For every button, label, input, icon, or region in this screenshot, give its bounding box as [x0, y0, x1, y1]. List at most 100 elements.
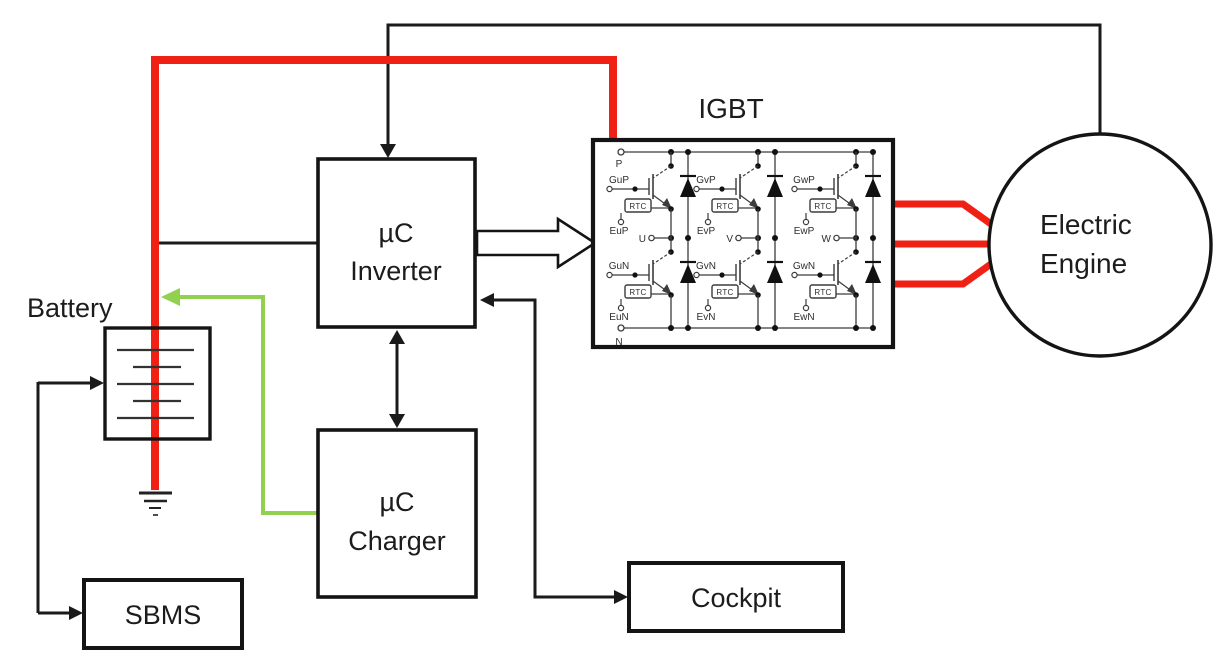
- inverter-label-line2: Inverter: [350, 256, 442, 286]
- v-terminal: [735, 234, 742, 242]
- gate-terminal: [606, 271, 613, 279]
- power-line-battery-igbt: [151, 56, 617, 490]
- igbt-n-terminal: [617, 324, 625, 332]
- signal-wiring: [36, 23, 1102, 615]
- arrowhead-into-cockpit: [614, 590, 628, 604]
- emitter-terminal: [617, 304, 625, 312]
- igbt-cell-gwp: RTC GwP EwP: [791, 151, 860, 239]
- gate-terminal: [606, 185, 613, 193]
- gate-label: GvP: [696, 175, 716, 186]
- engine-circle: [987, 132, 1213, 358]
- emitter-terminal: [704, 218, 712, 226]
- u-terminal: [648, 234, 655, 242]
- arrowhead-into-inverter-top: [380, 144, 396, 158]
- charger-label-line1: µC: [379, 487, 414, 517]
- gate-label: GvN: [696, 261, 716, 272]
- junction-dots: [668, 149, 691, 331]
- igbt-cell-gvp: RTC GvP EvP: [693, 151, 762, 239]
- inverter-block: µC Inverter: [316, 157, 477, 329]
- phase-line-u: [892, 200, 994, 227]
- igbt-p-terminal-label: P: [616, 159, 623, 170]
- cockpit-box: [627, 561, 845, 633]
- arrowhead-into-charger-top: [389, 414, 405, 428]
- charger-block: µC Charger: [316, 428, 478, 599]
- inverter-box: [316, 157, 477, 329]
- rtc-label: RTC: [629, 288, 646, 297]
- rtc-label: RTC: [814, 202, 831, 211]
- battery-block: Battery: [27, 293, 212, 516]
- signal-arrowheads: [69, 144, 628, 620]
- emitter-label: EuP: [610, 226, 629, 237]
- phase-line-w: [892, 261, 994, 288]
- battery-box: [103, 326, 212, 441]
- rtc-box: [624, 198, 652, 213]
- emitter-terminal: [704, 304, 712, 312]
- emitter-label: EwP: [794, 226, 815, 237]
- igbt-column-u: U: [639, 149, 698, 331]
- charge-line-charger-battery: [172, 295, 318, 515]
- igbt-cell-gvn: RTC GvN EvN: [693, 237, 762, 325]
- emitter-label: EwN: [793, 312, 814, 323]
- igbt-cell-gwn: RTC GwN EwN: [791, 237, 860, 325]
- charger-box: [316, 428, 478, 599]
- engine-label-line2: Engine: [1040, 248, 1127, 279]
- gate-terminal: [693, 271, 700, 279]
- w-terminal: [833, 234, 840, 242]
- inverter-label-line1: µC: [378, 218, 413, 248]
- emitter-label: EvP: [697, 226, 716, 237]
- gate-terminal: [693, 185, 700, 193]
- rtc-label: RTC: [716, 202, 733, 211]
- power-wiring: [151, 56, 994, 490]
- igbt-title: IGBT: [698, 93, 763, 124]
- igbt-column-v: V: [726, 149, 785, 331]
- arrowhead-into-sbms: [69, 606, 83, 620]
- battery-label: Battery: [27, 293, 113, 323]
- igbt-p-terminal: [617, 148, 625, 156]
- arrowhead-into-inverter-right: [480, 293, 494, 307]
- sbms-box: [82, 578, 244, 650]
- rtc-box: [711, 284, 739, 299]
- u-terminal-label: U: [639, 234, 646, 245]
- cockpit-block: Cockpit: [627, 561, 845, 633]
- emitter-terminal: [802, 304, 810, 312]
- emitter-label: EuN: [609, 312, 628, 323]
- engine-label-line1: Electric: [1040, 209, 1132, 240]
- emitter-terminal: [802, 218, 810, 226]
- gate-terminal: [791, 185, 798, 193]
- arrowhead-into-inverter-bottom: [389, 330, 405, 344]
- sbms-label: SBMS: [125, 600, 202, 630]
- block-arrow-inverter-to-igbt: [475, 216, 598, 270]
- emitter-label: EvN: [697, 312, 716, 323]
- charger-label-line2: Charger: [348, 526, 446, 556]
- igbt-cell-gun: RTC GuN EuN: [606, 237, 675, 325]
- engine-block: Electric Engine: [987, 132, 1213, 358]
- emitter-terminal: [617, 218, 625, 226]
- igbt-buses: [624, 151, 873, 329]
- rtc-label: RTC: [814, 288, 831, 297]
- igbt-column-w: W: [822, 149, 883, 331]
- gate-label: GuN: [609, 261, 630, 272]
- cockpit-label: Cockpit: [691, 583, 782, 613]
- arrowhead-into-battery: [90, 376, 104, 390]
- rtc-label: RTC: [629, 202, 646, 211]
- wire-engine-to-inverter: [386, 23, 1102, 148]
- sbms-block: SBMS: [82, 578, 244, 650]
- gate-label: GuP: [609, 175, 629, 186]
- rtc-label: RTC: [716, 288, 733, 297]
- rtc-box: [809, 284, 837, 299]
- rtc-box: [624, 284, 652, 299]
- gate-label: GwP: [793, 175, 815, 186]
- rtc-box: [809, 198, 837, 213]
- igbt-module: IGBT P N U: [590, 93, 896, 350]
- ground-icon: [139, 491, 172, 516]
- charge-wiring: [161, 288, 318, 515]
- wire-inverter-cockpit: [489, 298, 619, 599]
- gate-label: GwN: [793, 261, 815, 272]
- battery-cells-icon: [117, 348, 194, 420]
- w-terminal-label: W: [822, 234, 832, 245]
- igbt-cell-gup: RTC GuP EuP: [606, 151, 675, 239]
- v-terminal-label: V: [726, 234, 733, 245]
- igbt-n-terminal-label: N: [615, 337, 622, 348]
